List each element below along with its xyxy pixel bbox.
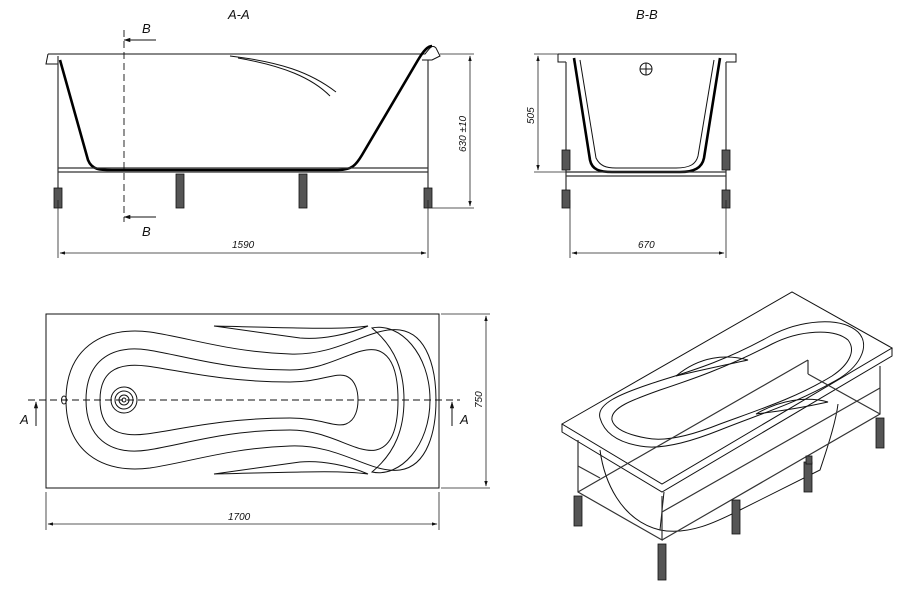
section-aa-feet — [53, 173, 433, 209]
headrest — [370, 326, 431, 474]
dim-label-630: 630 ±10 — [458, 115, 469, 152]
armrest-bottom — [213, 461, 369, 475]
section-bb-rim — [557, 53, 737, 63]
section-bb-frame — [565, 62, 727, 196]
dim-label-670: 670 — [638, 240, 655, 251]
cut-marker-a-right: A — [459, 412, 469, 427]
dim-label-750: 750 — [474, 391, 485, 408]
section-aa-frame — [57, 60, 429, 192]
isometric-view — [561, 291, 894, 581]
plan-view: A A 1700 750 — [19, 313, 490, 530]
cut-marker-a-left: A — [19, 412, 29, 427]
iso-rim-top — [561, 291, 894, 485]
section-bb-view: B-B 505 670 — [526, 7, 737, 258]
section-aa-title: A-A — [227, 7, 250, 22]
cut-marker-b-bottom: B — [142, 224, 151, 239]
plan-outline — [45, 313, 440, 489]
overflow-icon — [639, 62, 653, 76]
iso-feet — [573, 417, 885, 581]
section-bb-title: B-B — [636, 7, 658, 22]
dim-label-1700: 1700 — [228, 512, 251, 523]
iso-frame — [577, 359, 881, 542]
dim-label-505: 505 — [526, 107, 537, 124]
iso-basin — [599, 321, 865, 448]
dim-label-1590: 1590 — [232, 240, 255, 251]
section-aa-rim — [48, 45, 441, 61]
armrest-top — [213, 325, 369, 339]
cut-marker-b-top: B — [142, 21, 151, 36]
section-aa-hull — [58, 44, 433, 172]
section-aa-view: A-A B B 1590 630 ±10 — [45, 7, 474, 258]
